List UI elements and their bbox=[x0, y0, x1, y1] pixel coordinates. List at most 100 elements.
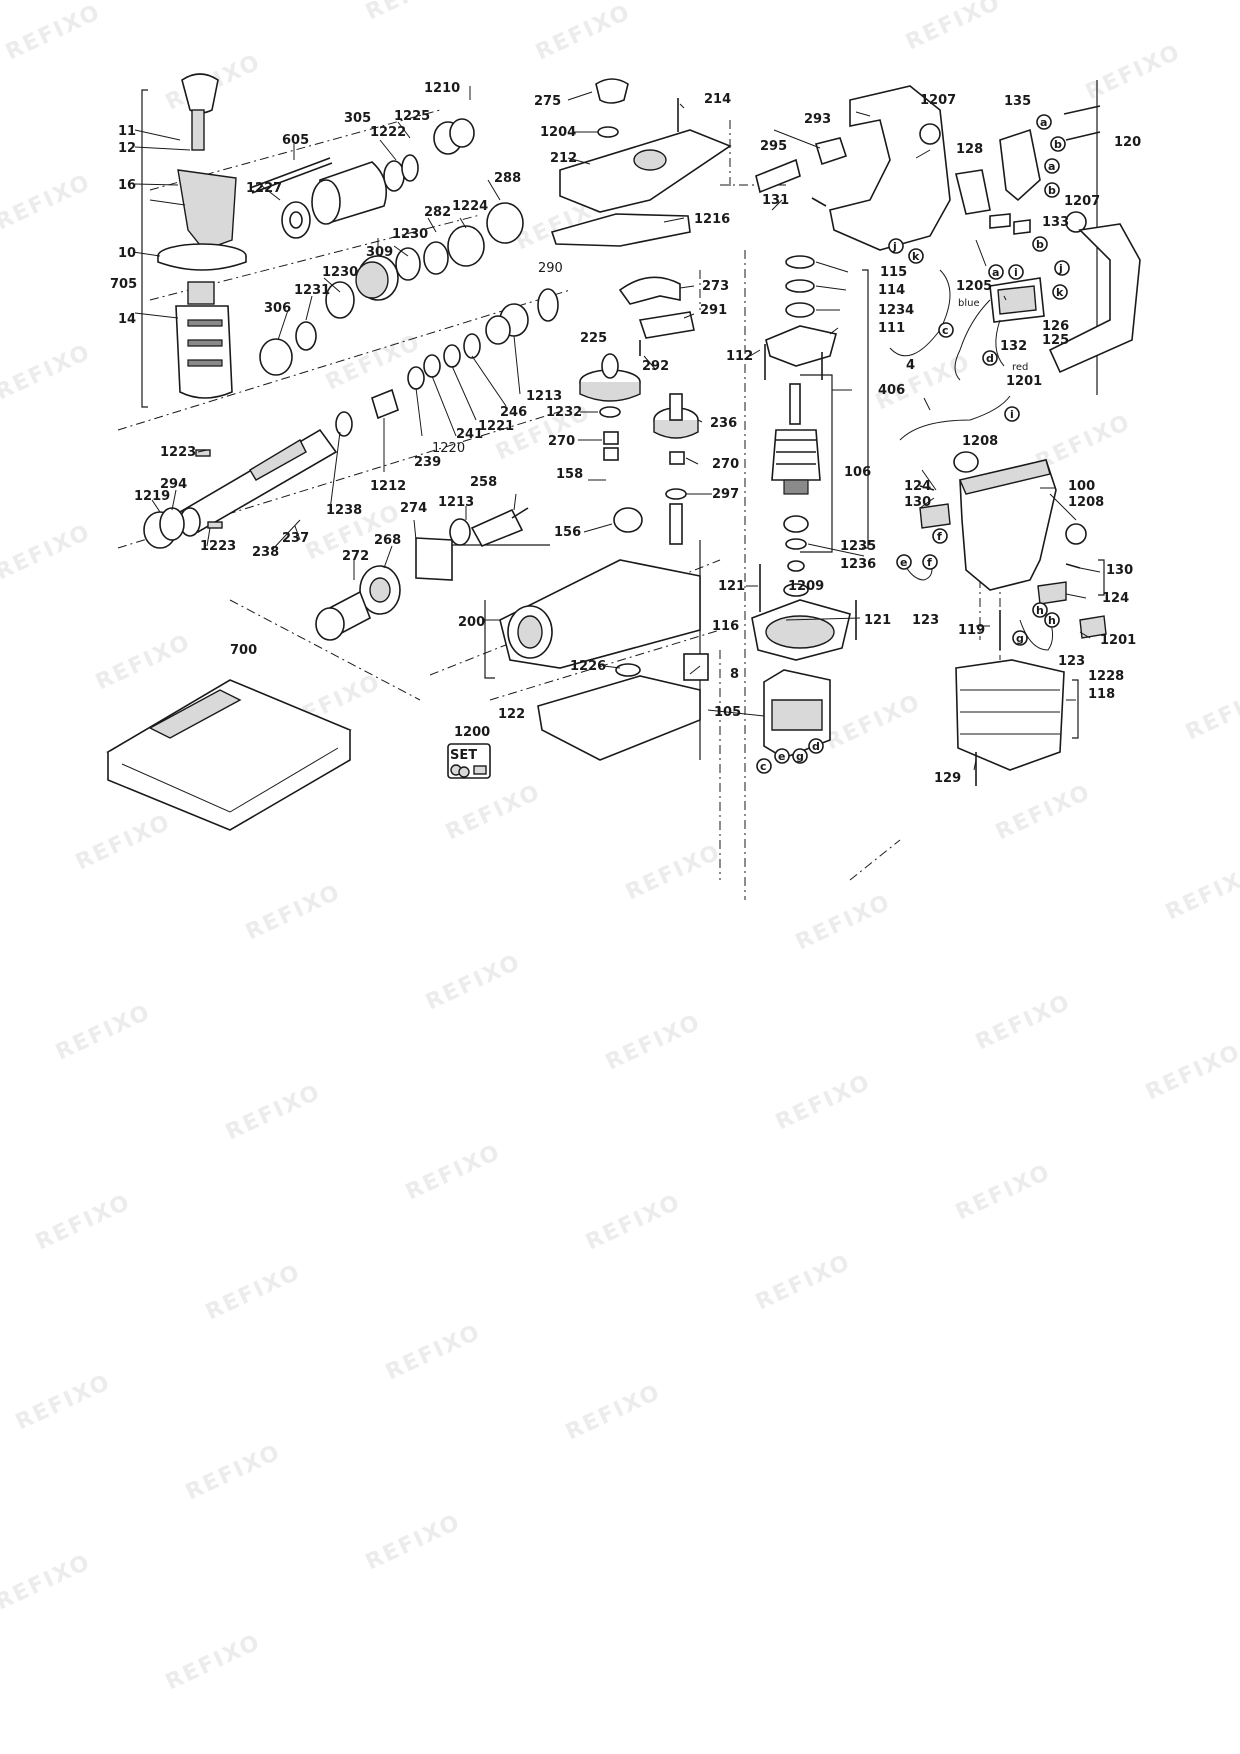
watermark: REFIXO bbox=[562, 1380, 665, 1446]
sleeve-front bbox=[311, 179, 341, 225]
watermark: REFIXO bbox=[792, 890, 895, 956]
screw-124a bbox=[919, 485, 935, 491]
ring-294 bbox=[159, 507, 185, 541]
part-label: 120 bbox=[1114, 135, 1141, 150]
clutch-272-face bbox=[315, 607, 345, 641]
part-number-labels: 11 12 16 10 705 14 605 305 1210 1225 122… bbox=[110, 81, 1141, 786]
part-label: 128 bbox=[956, 142, 983, 157]
part-label: 1232 bbox=[546, 405, 582, 420]
connection-letter: a bbox=[992, 266, 999, 279]
part-label: 275 bbox=[534, 94, 561, 109]
connection-letter: f bbox=[937, 530, 942, 543]
nut-1226 bbox=[615, 663, 641, 677]
wire-1201 bbox=[899, 395, 1011, 441]
part-label: 268 bbox=[374, 533, 401, 548]
carry-case bbox=[106, 679, 352, 831]
bearing-1234 bbox=[785, 302, 815, 318]
connection-letter: k bbox=[912, 250, 920, 263]
part-label: 1200 bbox=[454, 725, 490, 740]
part-label: 1231 bbox=[294, 283, 330, 298]
watermark: REFIXO bbox=[402, 1140, 505, 1206]
part-label: 105 bbox=[714, 705, 741, 720]
washer-1232 bbox=[599, 406, 621, 418]
part-label: 282 bbox=[424, 205, 451, 220]
sleeve-309-inner bbox=[355, 261, 389, 299]
part-label: 1223 bbox=[160, 445, 196, 460]
connection-letter: g bbox=[1016, 632, 1024, 645]
flange-111 bbox=[765, 325, 837, 367]
part-label: 122 bbox=[498, 707, 525, 722]
gear-housing-assembly: SET bbox=[447, 78, 732, 779]
watermark: REFIXO bbox=[0, 1550, 95, 1616]
bushing-270c bbox=[669, 451, 685, 465]
part-label: 119 bbox=[958, 623, 985, 638]
ring-1209 bbox=[783, 583, 809, 597]
part-label: 1201 bbox=[1100, 633, 1136, 648]
gear-225-hub bbox=[601, 353, 619, 379]
gasket-1216 bbox=[550, 213, 691, 247]
watermark: REFIXO bbox=[822, 690, 925, 756]
part-label: 290 bbox=[538, 261, 563, 276]
lever-128 bbox=[955, 169, 991, 215]
plug-1207a bbox=[919, 123, 941, 145]
clutch-assembly bbox=[249, 118, 559, 437]
connection-letter: h bbox=[1048, 614, 1056, 627]
watermark: REFIXO bbox=[2, 0, 105, 65]
armature-windings bbox=[776, 439, 816, 465]
part-label: 1209 bbox=[788, 579, 824, 594]
connection-letter: f bbox=[927, 556, 932, 569]
part-label: 238 bbox=[252, 545, 279, 560]
bushing-270a bbox=[603, 431, 619, 445]
sleeve-306 bbox=[259, 338, 293, 376]
connection-letter: i bbox=[1010, 408, 1014, 421]
part-label: 121 bbox=[718, 579, 745, 594]
wire-red bbox=[995, 319, 1005, 367]
part-label: 241 bbox=[456, 427, 483, 442]
piston-258 bbox=[470, 508, 524, 548]
damper-293 bbox=[814, 137, 848, 166]
spindle-assembly bbox=[143, 428, 338, 549]
part-label: 1224 bbox=[452, 199, 488, 214]
part-label: 12 bbox=[118, 141, 136, 156]
watermark: REFIXO bbox=[362, 0, 465, 25]
gear-225-teeth bbox=[579, 382, 641, 402]
piston-rod bbox=[511, 507, 529, 519]
part-label: 1238 bbox=[326, 503, 362, 518]
part-label: 305 bbox=[344, 111, 371, 126]
part-label: 406 bbox=[878, 383, 905, 398]
spring-295 bbox=[755, 158, 801, 194]
part-label: 106 bbox=[844, 465, 871, 480]
part-label: 293 bbox=[804, 112, 831, 127]
pin-158 bbox=[669, 503, 683, 545]
locking-pin bbox=[249, 157, 331, 189]
cover-118 bbox=[955, 659, 1065, 771]
part-label: 115 bbox=[880, 265, 907, 280]
watermark: REFIXO bbox=[1182, 680, 1240, 746]
washer-1204 bbox=[597, 126, 619, 138]
nut-288 bbox=[486, 202, 524, 244]
part-label: 1208 bbox=[1068, 495, 1104, 510]
screw-131 bbox=[811, 197, 827, 207]
watermark: REFIXO bbox=[952, 1160, 1055, 1226]
watermark: REFIXO bbox=[92, 630, 195, 696]
handle-grip bbox=[175, 305, 233, 399]
part-label: 135 bbox=[1004, 94, 1031, 109]
part-label: 1227 bbox=[246, 181, 282, 196]
part-label: 129 bbox=[934, 771, 961, 786]
part-label: 1221 bbox=[478, 419, 514, 434]
part-label: 123 bbox=[912, 613, 939, 628]
switch-132-body bbox=[997, 285, 1037, 315]
spring-a bbox=[1063, 105, 1101, 115]
connection-letter: d bbox=[986, 352, 994, 365]
ring-1231 bbox=[295, 321, 317, 351]
fan bbox=[787, 560, 805, 572]
part-label: 124 bbox=[1102, 591, 1129, 606]
part-label: 1223 bbox=[200, 539, 236, 554]
gear-236-teeth bbox=[653, 420, 699, 439]
side-handle-assembly bbox=[149, 73, 247, 399]
nut-1224 bbox=[447, 225, 485, 267]
part-label: 1226 bbox=[570, 659, 606, 674]
part-label: 1219 bbox=[134, 489, 170, 504]
part-label: 1201 bbox=[1006, 374, 1042, 389]
watermark: REFIXO bbox=[72, 810, 175, 876]
